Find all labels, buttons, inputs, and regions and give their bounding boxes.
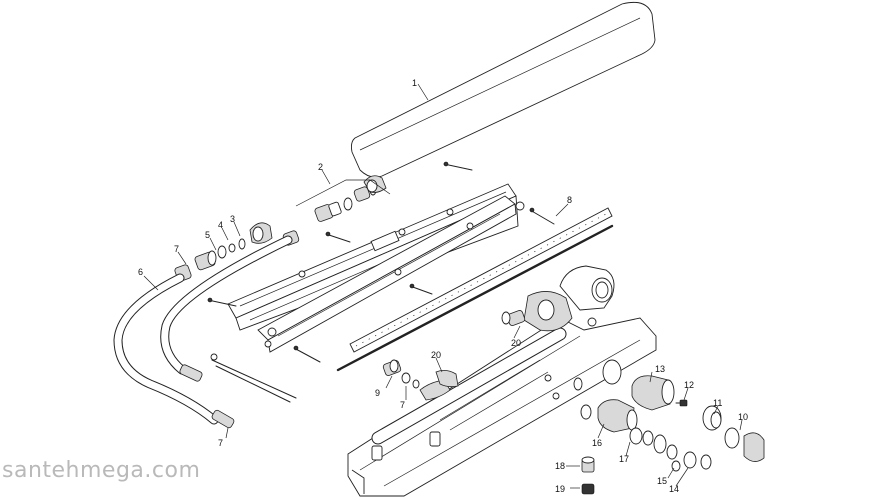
connector-assembly-part-2	[314, 175, 387, 222]
leader-lines	[143, 83, 743, 489]
watermark-text: santehmega.com	[2, 458, 201, 483]
label-part-2: 2	[318, 162, 323, 172]
cable-ties	[210, 353, 297, 403]
screws	[207, 161, 555, 363]
mounting-frame	[227, 183, 519, 331]
cartridge-cluster	[580, 375, 765, 495]
label-part-8: 8	[567, 195, 572, 205]
label-part-3: 3	[230, 214, 235, 224]
label-part-13: 13	[655, 364, 665, 374]
label-part-20-upper: 20	[431, 350, 441, 360]
main-junction	[501, 265, 615, 332]
label-part-14: 14	[669, 484, 679, 494]
inner-rail	[257, 195, 517, 353]
label-part-17: 17	[619, 454, 629, 464]
label-part-7-middle: 7	[400, 400, 405, 410]
label-part-11: 11	[713, 398, 722, 408]
label-part-15: 15	[657, 476, 667, 486]
toothed-strip	[336, 207, 614, 372]
label-part-18: 18	[555, 461, 565, 471]
label-part-12: 12	[684, 380, 694, 390]
part-labels: 1 2 3 4 5 6 7 7 7 8 9 10 11 12 13 14 15 …	[138, 78, 748, 494]
long-tube	[371, 327, 567, 445]
lower-connectors	[382, 359, 459, 401]
label-part-5: 5	[205, 230, 210, 240]
bracket-part-2	[295, 179, 391, 207]
label-part-19: 19	[555, 484, 565, 494]
label-part-6: 6	[138, 267, 143, 277]
hoses-part-6	[113, 235, 293, 429]
left-connectors	[174, 222, 300, 282]
label-part-7-bottom: 7	[218, 438, 223, 448]
label-part-7-top: 7	[174, 244, 179, 254]
label-part-16: 16	[592, 438, 602, 448]
label-part-9: 9	[375, 388, 380, 398]
valve-housing	[347, 317, 657, 497]
label-part-4: 4	[218, 220, 223, 230]
label-part-20-lower: 20	[511, 338, 521, 348]
label-part-1: 1	[412, 78, 417, 88]
label-part-10: 10	[738, 412, 748, 422]
glass-cover-plate	[350, 1, 656, 178]
